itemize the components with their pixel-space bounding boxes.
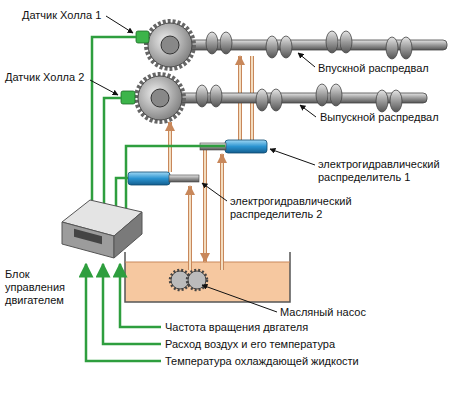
lobe [270, 89, 282, 111]
part-label: Расход воздух и его температура [165, 338, 335, 351]
lobe [386, 37, 398, 59]
oil-lines [170, 56, 252, 270]
sensor-body [121, 91, 135, 104]
lobe [210, 85, 222, 107]
oil-line [188, 186, 192, 270]
hall-sensor [121, 91, 135, 104]
wire [126, 146, 225, 210]
lobe [326, 31, 338, 53]
wire [104, 98, 121, 206]
lobe [256, 89, 268, 111]
oil-return [203, 150, 207, 262]
part-label: Масляный насос [280, 306, 366, 319]
lobe [340, 31, 352, 53]
part-label: Выпускной распредвал [320, 111, 439, 124]
sensor-body [136, 31, 149, 43]
sprocket-teeth [146, 21, 194, 69]
oil [125, 262, 290, 302]
oil-pump [170, 270, 207, 290]
ecu-front [62, 222, 114, 258]
lobe [316, 84, 328, 106]
leader-line [298, 53, 315, 67]
lobe [280, 36, 292, 58]
input-wire [86, 264, 161, 361]
oil-line [220, 154, 224, 270]
tank-wall [125, 252, 290, 302]
input-wire [120, 264, 161, 327]
connector [74, 229, 102, 245]
lobe [266, 36, 278, 58]
ecu-unit [62, 200, 142, 258]
part-label: Датчик Холла 2 [5, 71, 84, 84]
lobe [330, 84, 342, 106]
oil-tank [125, 252, 290, 302]
hall-sensor [136, 31, 149, 43]
pump-gear [171, 271, 189, 289]
leader-line [202, 183, 227, 201]
part-label: Датчик Холла 1 [22, 9, 101, 22]
wire [92, 37, 136, 204]
input-wire [103, 264, 161, 344]
part-label: электрогидравлический распределитель 2 [230, 195, 380, 221]
oil-level [125, 262, 290, 263]
intake-camshaft [146, 21, 447, 69]
lobe [376, 90, 388, 112]
pump-gear [188, 271, 206, 289]
part-label: Температура охлаждающей жидкости [165, 355, 359, 368]
leader-line [106, 16, 133, 33]
lobe [390, 90, 402, 112]
cam-lobes [206, 31, 412, 59]
leader-line [90, 80, 118, 95]
phaser [148, 23, 192, 67]
oil-line [189, 186, 191, 270]
phaser [138, 76, 182, 120]
sprocket-teeth [136, 74, 184, 122]
lobe [400, 37, 412, 59]
part-label: Частота вращения двгателя [165, 321, 308, 334]
oil-return [204, 150, 206, 262]
leader-line [202, 285, 277, 312]
ecu-label-box: Блок управления двигателем [5, 198, 83, 307]
leaders [90, 16, 316, 312]
pump-teeth [170, 270, 190, 290]
wires [86, 37, 225, 361]
phaser-hub [161, 36, 179, 54]
ecu-side [114, 212, 142, 258]
lobe [196, 85, 208, 107]
oil-line [221, 154, 223, 270]
leader-line [270, 149, 315, 165]
solenoid-body [128, 172, 170, 185]
cam-lobes [196, 84, 402, 112]
spool [169, 175, 199, 182]
part-label: электрогидравлический распределитель 1 [318, 158, 468, 184]
solenoid-valve [128, 172, 199, 185]
leader-line [300, 105, 316, 117]
lobe [220, 32, 232, 54]
solenoid-body [225, 140, 267, 153]
node-heading: Блок управления двигателем [5, 268, 83, 307]
lobe [206, 32, 218, 54]
phaser-hub [151, 89, 169, 107]
pump-teeth [187, 270, 207, 290]
part-label: Впускной распредвал [318, 62, 429, 75]
